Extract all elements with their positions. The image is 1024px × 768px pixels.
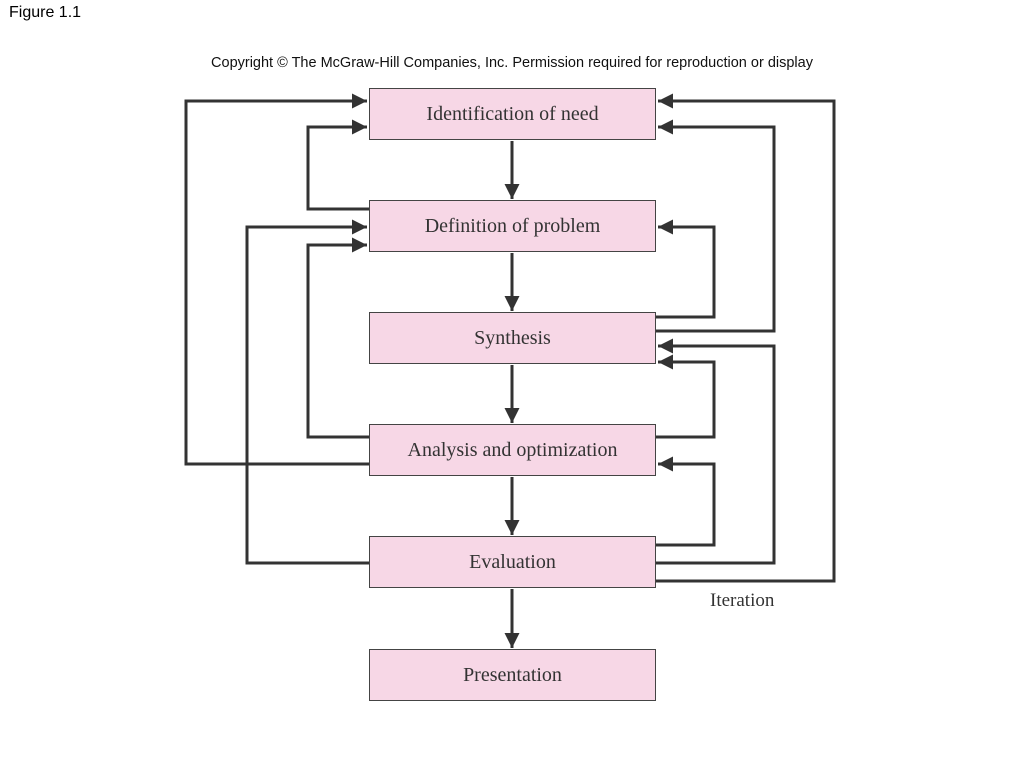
- loop-evaluation-to-definition: [245, 219, 369, 565]
- loop-synthesis-to-definition: [656, 219, 716, 319]
- loop-evaluation-to-analysis: [656, 456, 716, 547]
- loop-analysis-to-need: [184, 93, 369, 466]
- copyright-notice: Copyright © The McGraw-Hill Companies, I…: [211, 55, 813, 71]
- step-analysis-and-optimization: Analysis and optimization: [369, 424, 656, 476]
- step-presentation: Presentation: [369, 649, 656, 701]
- loop-definition-to-need: [306, 119, 369, 211]
- step-identification-of-need: Identification of need: [369, 88, 656, 140]
- loop-evaluation-to-need: [656, 93, 836, 583]
- loop-analysis-to-synthesis: [656, 354, 716, 439]
- loop-analysis-to-definition: [306, 237, 369, 439]
- step-evaluation: Evaluation: [369, 536, 656, 588]
- loop-evaluation-to-synthesis: [656, 338, 776, 565]
- figure-label: Figure 1.1: [9, 4, 82, 21]
- step-definition-of-problem: Definition of problem: [369, 200, 656, 252]
- iteration-label: Iteration: [710, 590, 775, 611]
- step-synthesis: Synthesis: [369, 312, 656, 364]
- loop-synthesis-to-need: [656, 119, 776, 333]
